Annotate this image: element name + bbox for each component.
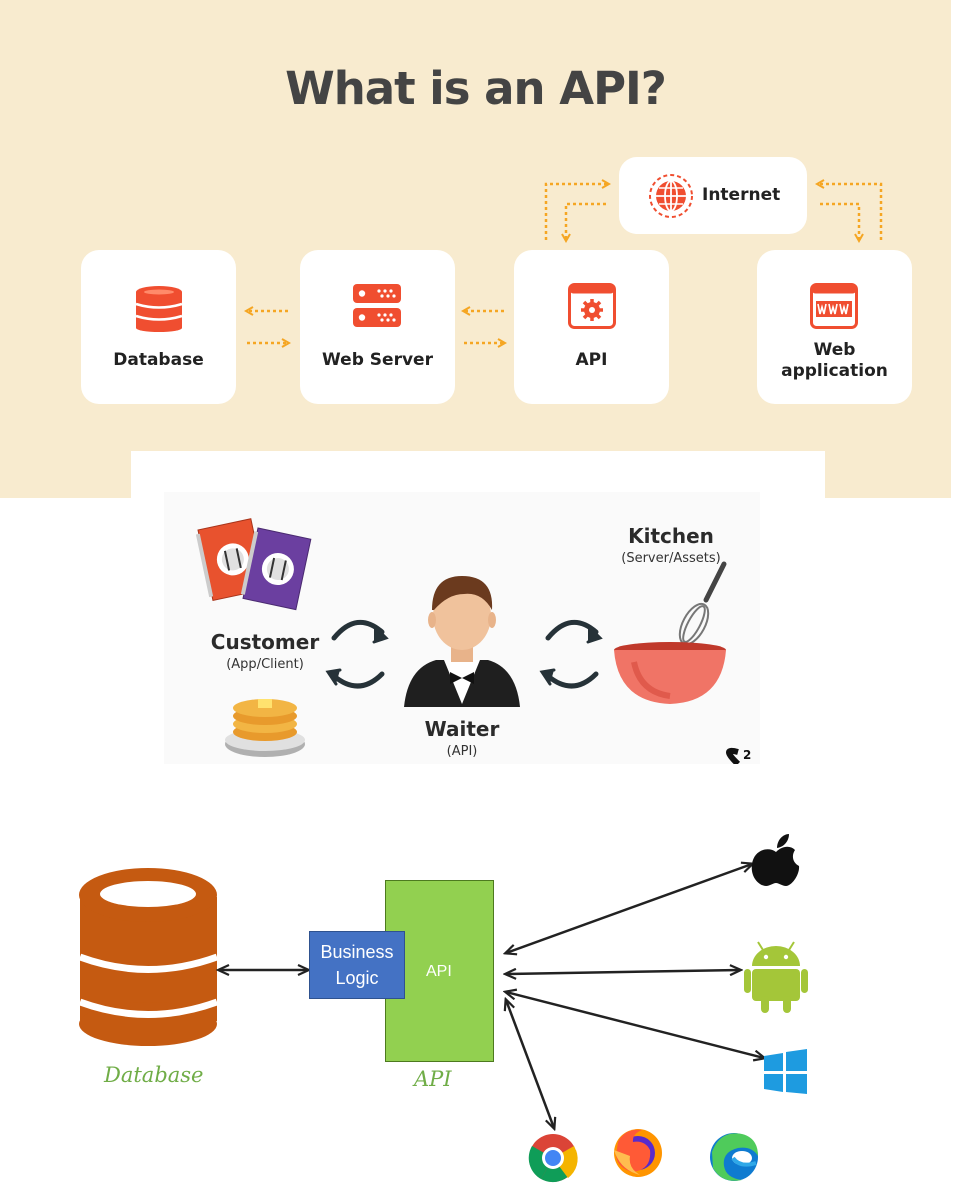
waiter-sublabel: (API)	[446, 744, 478, 759]
right-cycle-arrows-icon	[539, 620, 603, 689]
business-logic-line1: Business	[320, 942, 394, 962]
internet-card: Internet	[619, 157, 807, 234]
kitchen-label: Kitchen	[628, 524, 714, 548]
arrow-api-android	[506, 970, 740, 974]
web-application-label-line1: Web	[813, 340, 856, 360]
database-icon	[135, 286, 183, 332]
pancakes-icon	[225, 699, 305, 757]
restaurant-illustration	[195, 518, 741, 764]
apple-icon	[751, 834, 800, 886]
www-browser-icon	[810, 283, 858, 329]
database-card: Database	[81, 250, 236, 404]
left-cycle-arrows-icon	[325, 620, 389, 689]
arrow-api-to-internet	[544, 184, 608, 240]
what-is-api-panel: What is an API?	[0, 0, 951, 498]
server-icon	[353, 284, 401, 327]
menu-books-icon	[195, 518, 312, 611]
firefox-icon	[614, 1129, 662, 1177]
waiter-label: Waiter	[424, 717, 500, 741]
web-application-label-line2: application	[781, 361, 888, 381]
android-icon	[744, 941, 808, 1013]
panel-title: What is an API?	[285, 62, 667, 115]
arrow-api-windows	[506, 992, 764, 1058]
business-logic-line2: Logic	[335, 968, 379, 988]
customer-sublabel: (App/Client)	[226, 657, 304, 672]
api-card: API	[514, 250, 669, 404]
business-logic-box: Business Logic	[309, 931, 405, 999]
chrome-icon	[528, 1134, 578, 1183]
web-application-card: Web application	[757, 250, 912, 404]
kitchen-sublabel: (Server/Assets)	[621, 551, 721, 566]
web-server-label: Web Server	[322, 350, 433, 370]
restaurant-analogy-panel: Customer (App/Client) Waiter (API) Kitch…	[164, 492, 760, 764]
corner-mark: 2	[743, 748, 752, 762]
database-caption: Database	[104, 1063, 204, 1087]
mixing-bowl-icon	[614, 561, 727, 704]
database-cylinder-icon	[78, 868, 219, 1046]
globe-icon	[649, 174, 693, 218]
internet-label: Internet	[702, 185, 781, 205]
customer-label: Customer	[210, 630, 320, 654]
api-caption: API	[414, 1067, 452, 1091]
database-label: Database	[113, 350, 204, 370]
corner-logo-icon	[726, 747, 741, 764]
arrow-internet-to-api	[566, 202, 606, 240]
waiter-icon	[404, 576, 520, 707]
api-label: API	[575, 350, 608, 370]
arrow-internet-to-webapp	[820, 202, 859, 240]
web-server-card: Web Server	[300, 250, 455, 404]
windows-icon	[764, 1049, 807, 1094]
arrow-webapp-to-internet	[818, 184, 883, 240]
api-box-label: API	[426, 963, 452, 980]
flow-arrows	[0, 0, 883, 498]
arrow-api-chrome	[506, 1000, 554, 1128]
api-gear-window-icon	[568, 283, 616, 329]
api-architecture-diagram	[78, 834, 808, 1183]
edge-icon	[710, 1133, 758, 1181]
arrow-api-apple	[506, 864, 752, 953]
white-strip	[131, 451, 825, 499]
